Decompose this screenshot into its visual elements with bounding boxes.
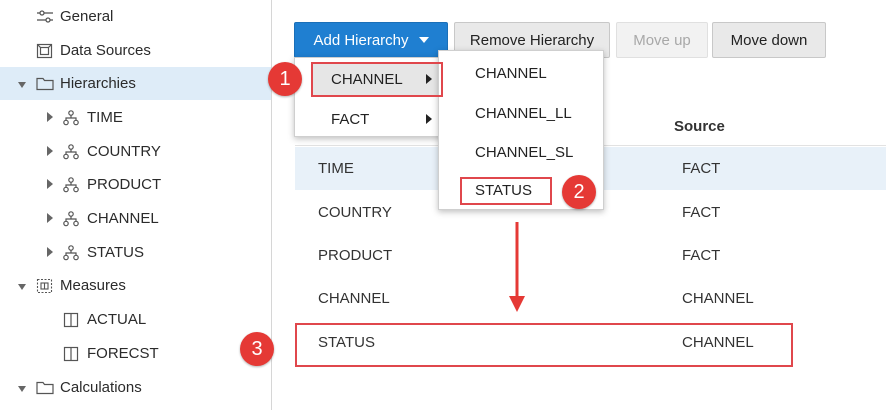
hierarchy-icon bbox=[63, 143, 79, 160]
submenu-item-channel[interactable]: CHANNEL bbox=[475, 65, 547, 82]
expand-icon[interactable] bbox=[47, 247, 53, 257]
move-down-label: Move down bbox=[730, 31, 808, 49]
table-row[interactable]: PRODUCT FACT bbox=[295, 234, 886, 277]
tree-item-data-sources[interactable]: Data Sources bbox=[0, 34, 271, 67]
measure-icon bbox=[63, 312, 79, 328]
submenu-item-status[interactable]: STATUS bbox=[475, 182, 532, 199]
column-header-source[interactable]: Source bbox=[674, 118, 725, 135]
highlight-status-submenu-item bbox=[460, 177, 552, 205]
cell-name: COUNTRY bbox=[318, 204, 392, 221]
tree-item-measure[interactable]: ACTUAL bbox=[0, 303, 271, 336]
tree-label: General bbox=[60, 8, 114, 25]
move-up-button[interactable]: Move up bbox=[616, 22, 708, 58]
tree-label: ACTUAL bbox=[87, 311, 147, 328]
tree-label: FORECST bbox=[87, 345, 159, 362]
hierarchy-icon bbox=[63, 210, 79, 227]
tree-item-hierarchy[interactable]: TIME bbox=[0, 101, 271, 134]
menu-item-channel[interactable]: CHANNEL bbox=[331, 71, 403, 88]
hierarchy-icon bbox=[63, 176, 79, 193]
expand-icon[interactable] bbox=[47, 112, 53, 122]
tree-item-hierarchy[interactable]: COUNTRY bbox=[0, 135, 271, 168]
table-row[interactable]: STATUS CHANNEL bbox=[295, 321, 886, 364]
highlight-status-row bbox=[295, 323, 793, 367]
tree-item-hierarchy[interactable]: CHANNEL bbox=[0, 202, 271, 235]
tree-label: COUNTRY bbox=[87, 143, 161, 160]
down-arrow-annotation bbox=[509, 222, 525, 312]
add-hierarchy-menu: CHANNEL FACT bbox=[294, 57, 446, 137]
dropdown-arrow-icon bbox=[418, 37, 429, 43]
collapse-icon[interactable] bbox=[18, 82, 26, 88]
tree-item-general[interactable]: General bbox=[0, 0, 271, 33]
tree-label: Data Sources bbox=[60, 42, 151, 59]
collapse-icon[interactable] bbox=[18, 284, 26, 290]
data-source-icon bbox=[36, 43, 53, 59]
expand-icon[interactable] bbox=[47, 179, 53, 189]
tree-item-hierarchies[interactable]: Hierarchies bbox=[0, 67, 271, 100]
expand-icon[interactable] bbox=[47, 146, 53, 156]
cell-source: CHANNEL bbox=[682, 290, 754, 307]
tree-item-hierarchy[interactable]: PRODUCT bbox=[0, 168, 271, 201]
remove-hierarchy-label: Remove Hierarchy bbox=[469, 31, 595, 49]
tree-item-measures[interactable]: Measures bbox=[0, 269, 271, 302]
table-row[interactable]: CHANNEL CHANNEL bbox=[295, 277, 886, 320]
tree-label: Calculations bbox=[60, 379, 142, 396]
folder-icon bbox=[36, 380, 54, 395]
menu-item-fact[interactable]: FACT bbox=[331, 111, 370, 128]
tree-label: CHANNEL bbox=[87, 210, 159, 227]
submenu-item-channel-sl[interactable]: CHANNEL_SL bbox=[475, 144, 574, 161]
cell-name: STATUS bbox=[318, 334, 375, 351]
submenu-arrow-icon bbox=[426, 114, 432, 124]
move-down-button[interactable]: Move down bbox=[712, 22, 826, 58]
add-hierarchy-label: Add Hierarchy bbox=[313, 31, 409, 49]
tree-label: Hierarchies bbox=[60, 75, 136, 92]
submenu-arrow-icon bbox=[426, 74, 432, 84]
tree-label: PRODUCT bbox=[87, 176, 162, 193]
expand-icon[interactable] bbox=[47, 213, 53, 223]
tree-item-hierarchy[interactable]: STATUS bbox=[0, 236, 271, 269]
hierarchy-icon bbox=[63, 244, 79, 261]
tree-item-calculations[interactable]: Calculations bbox=[0, 371, 271, 404]
cell-name: TIME bbox=[318, 160, 354, 177]
tree-label: STATUS bbox=[87, 244, 144, 261]
navigator-tree: General Data Sources Hierarchies TIME CO… bbox=[0, 0, 272, 410]
move-up-label: Move up bbox=[633, 31, 691, 49]
measures-icon bbox=[36, 278, 53, 294]
step-badge-1: 1 bbox=[268, 62, 302, 96]
step-badge-2: 2 bbox=[562, 175, 596, 209]
collapse-icon[interactable] bbox=[18, 386, 26, 392]
add-hierarchy-button[interactable]: Add Hierarchy bbox=[294, 22, 448, 58]
cell-source: CHANNEL bbox=[682, 334, 754, 351]
tree-label: TIME bbox=[87, 109, 123, 126]
cell-source: FACT bbox=[682, 160, 721, 177]
sliders-icon bbox=[36, 9, 54, 25]
tree-item-measure[interactable]: FORECST bbox=[0, 337, 271, 370]
cell-source: FACT bbox=[682, 247, 721, 264]
hierarchy-icon bbox=[63, 109, 79, 126]
highlight-channel-menu-item bbox=[311, 62, 443, 97]
folder-icon bbox=[36, 76, 54, 91]
cell-source: FACT bbox=[682, 204, 721, 221]
tree-label: Measures bbox=[60, 277, 126, 294]
cell-name: CHANNEL bbox=[318, 290, 390, 307]
menu-item-channel-highlight bbox=[313, 63, 441, 95]
step-badge-3: 3 bbox=[240, 332, 274, 366]
measure-icon bbox=[63, 346, 79, 362]
cell-name: PRODUCT bbox=[318, 247, 393, 264]
submenu-item-channel-ll[interactable]: CHANNEL_LL bbox=[475, 105, 572, 122]
table-row[interactable]: COUNTRY FACT bbox=[295, 191, 886, 234]
